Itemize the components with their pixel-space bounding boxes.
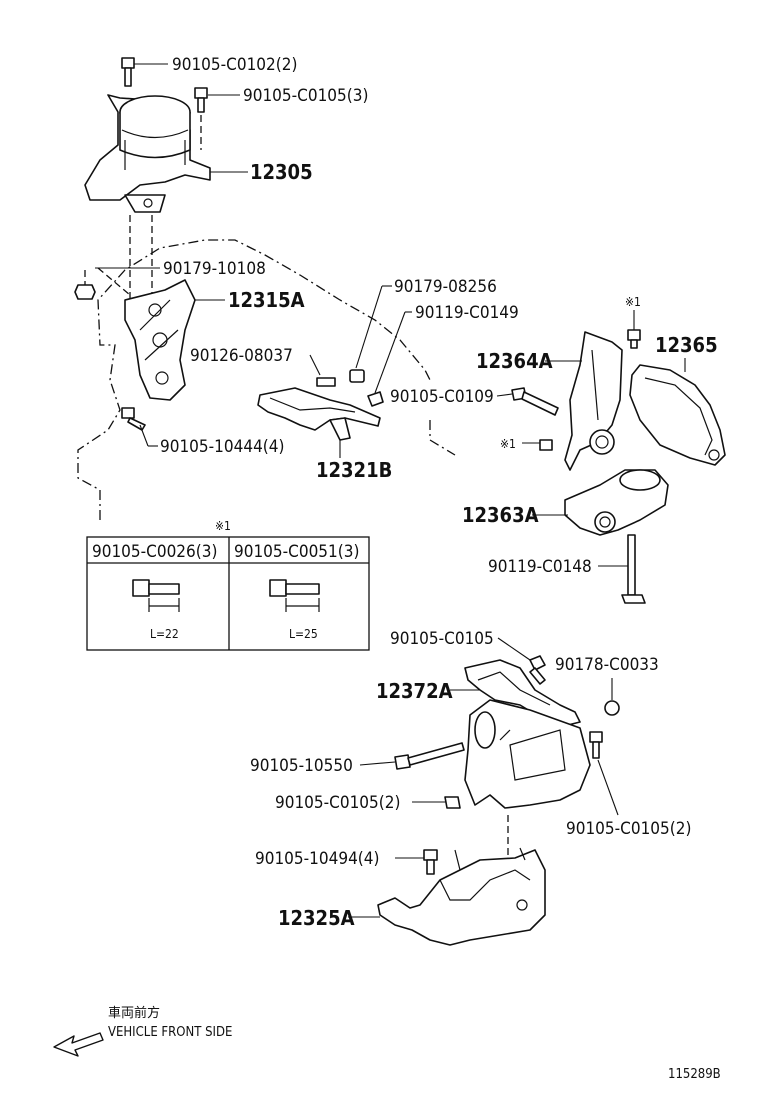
bolt-90105-10494 (423, 849, 438, 875)
label-12325A: 12325A (278, 906, 355, 930)
nut-90179-10108 (74, 284, 96, 300)
table-bolt-left-icon (132, 579, 180, 612)
label-90179-10108: 90179-10108 (163, 259, 266, 279)
bolt-90105-C0105-3 (194, 87, 208, 113)
bracket-12364A (564, 331, 623, 471)
label-90105-C0109: 90105-C0109 (390, 387, 494, 407)
mount-12363A (564, 469, 669, 536)
label-12315A: 12315A (228, 288, 305, 312)
bolt-ref1-upper (627, 329, 641, 349)
bracket-12321B (257, 387, 381, 441)
bolt-90105-C0102 (121, 57, 135, 87)
figure-id: 115289B (668, 1067, 721, 1082)
bolt-90105-10444 (121, 407, 146, 431)
stud-90126-08037 (316, 377, 336, 387)
label-90105-10494: 90105-10494(4) (255, 849, 379, 869)
ref-mark-lower-bolt: ※1 (500, 437, 516, 451)
table-part-left: 90105-C0026(3) (92, 542, 217, 562)
bolt-90105-C0109 (511, 387, 559, 416)
ref-mark-top: ※1 (625, 295, 641, 309)
bolt-90105-10550 (394, 742, 465, 770)
label-90105-C0105-2b: 90105-C0105(2) (566, 819, 691, 839)
label-90179-08256: 90179-08256 (394, 277, 497, 297)
bracket-12372A (464, 659, 591, 809)
table-bolt-right-icon (269, 579, 320, 612)
label-90119-C0148: 90119-C0148 (488, 557, 592, 577)
bolt-table (86, 536, 370, 651)
label-90105-10550: 90105-10550 (250, 756, 353, 776)
bracket-12315A (124, 279, 196, 401)
bracket-12325A (377, 847, 546, 946)
label-90178-C0033: 90178-C0033 (555, 655, 659, 675)
engine-outline (77, 239, 456, 520)
direction-jp: 車両前方 (108, 1005, 160, 1021)
dashline-nut (84, 267, 131, 296)
bolt-90119-C0149 (367, 391, 384, 407)
engine-mount-12305 (84, 94, 211, 213)
bolt-ref1-lower (539, 439, 553, 451)
label-12363A: 12363A (462, 503, 539, 527)
label-12365: 12365 (655, 333, 718, 357)
table-part-right: 90105-C0051(3) (234, 542, 359, 562)
label-12321B: 12321B (316, 458, 392, 482)
vehicle-front-arrow-icon (53, 1032, 104, 1057)
nut-90179-08256 (349, 369, 365, 383)
label-12305: 12305 (250, 160, 313, 184)
label-90119-C0149: 90119-C0149 (415, 303, 519, 323)
bolt-90105-C0105-upper (529, 655, 546, 685)
nut-90178-C0033 (604, 700, 620, 716)
table-length-right: L=25 (289, 627, 318, 641)
label-90105-C0105-3: 90105-C0105(3) (243, 86, 368, 106)
ref-mark-table: ※1 (215, 519, 231, 533)
direction-en: VEHICLE FRONT SIDE (108, 1025, 232, 1040)
bolt-90105-C0105-2a (444, 796, 461, 809)
bolt-90105-C0105-2b (589, 731, 603, 759)
label-90105-10444: 90105-10444(4) (160, 437, 284, 457)
label-90126-08037: 90126-08037 (190, 346, 293, 366)
dashline-mount-bracket (129, 215, 153, 300)
label-90105-C0105-2a: 90105-C0105(2) (275, 793, 400, 813)
label-90105-C0105-top: 90105-C0105 (390, 629, 494, 649)
cover-12365 (629, 364, 726, 466)
leader-lines (95, 63, 686, 918)
label-90105-C0102: 90105-C0102(2) (172, 55, 297, 75)
label-12372A: 12372A (376, 679, 453, 703)
bolt-90119-C0148 (621, 534, 646, 604)
label-12364A: 12364A (476, 349, 553, 373)
table-length-left: L=22 (150, 627, 179, 641)
